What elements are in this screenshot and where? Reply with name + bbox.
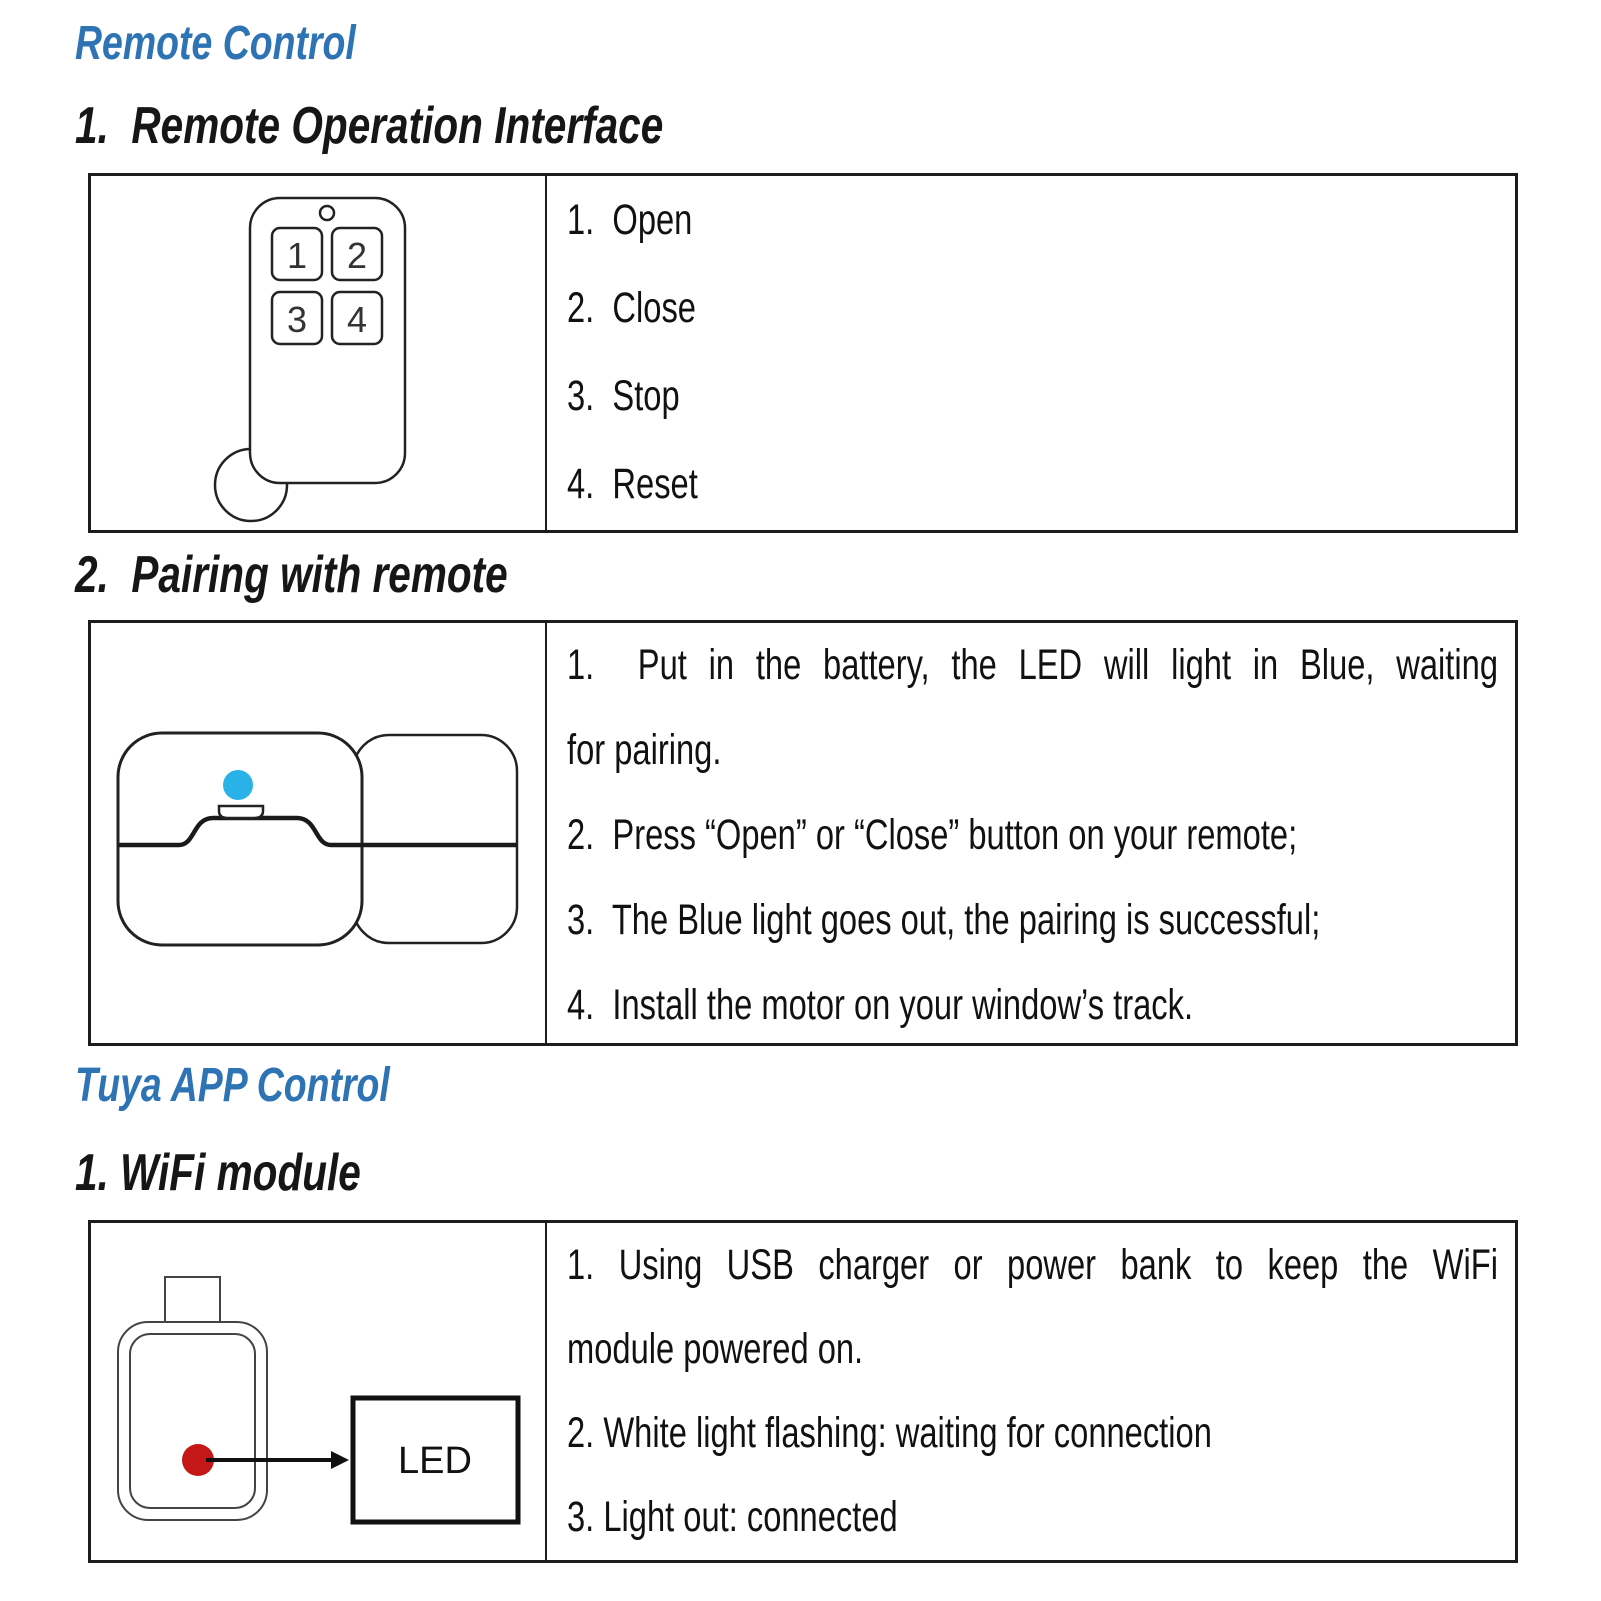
remote-function-close: 2. Close — [567, 284, 696, 332]
pairing-table: 1. Put in the battery, the LED will ligh… — [88, 620, 1518, 1046]
wifi-step-3: 3. Light out: connected — [567, 1493, 898, 1541]
led-label: LED — [398, 1440, 472, 1482]
wifi-module-face — [129, 1333, 256, 1509]
pairing-steps-list: 1. Put in the battery, the LED will ligh… — [567, 623, 1498, 1043]
remote-button-1 — [270, 226, 324, 282]
heading-pairing-with-remote: 2. Pairing with remote — [75, 546, 508, 604]
led-label-box — [350, 1395, 521, 1525]
motor-body-right — [351, 733, 519, 945]
motor-body-left — [116, 731, 364, 947]
remote-button-3 — [270, 290, 324, 346]
wifi-step-1-line-2: module powered on. — [567, 1325, 864, 1373]
remote-function-reset: 4. Reset — [567, 460, 698, 508]
pairing-step-3: 3. The Blue light goes out, the pairing … — [567, 896, 1321, 944]
wifi-step-2: 2. White light flashing: waiting for con… — [567, 1409, 1212, 1457]
heading-remote-operation-interface: 1. Remote Operation Interface — [75, 97, 664, 155]
remote-button-2-label: 2 — [347, 235, 367, 276]
led-indicator-red — [182, 1444, 214, 1476]
remote-diagram: 1 2 3 4 — [213, 196, 407, 523]
heading-wifi-module: 1. WiFi module — [75, 1144, 361, 1202]
motor-diagram — [116, 731, 519, 947]
wifi-diagram-cell: LED — [91, 1223, 547, 1560]
motor-pair-button — [217, 804, 265, 820]
pairing-steps-cell: 1. Put in the battery, the LED will ligh… — [547, 623, 1515, 1043]
remote-button-4-label: 4 — [347, 299, 367, 340]
pairing-step-1-line-2: for pairing. — [567, 726, 722, 774]
remote-button-4 — [330, 290, 384, 346]
wifi-steps-cell: 1. Using USB charger or power bank to ke… — [547, 1223, 1515, 1560]
remote-button-2 — [330, 226, 384, 282]
usb-connector — [164, 1276, 221, 1323]
heading-remote-control: Remote Control — [75, 17, 356, 70]
remote-diagram-cell: 1 2 3 4 — [91, 176, 547, 530]
pairing-step-1-line-1: 1. Put in the battery, the LED will ligh… — [567, 641, 1498, 689]
remote-led-hole — [318, 204, 336, 222]
remote-button-3-label: 3 — [287, 299, 307, 340]
remote-function-stop: 3. Stop — [567, 372, 680, 420]
remote-functions-cell: 1. Open 2. Close 3. Stop 4. Reset — [547, 176, 1515, 530]
led-indicator-blue — [223, 770, 253, 800]
wifi-module-table: LED 1. Using USB charger or power bank t… — [88, 1220, 1518, 1563]
pairing-step-4: 4. Install the motor on your window’s tr… — [567, 981, 1194, 1029]
wifi-steps-list: 1. Using USB charger or power bank to ke… — [567, 1223, 1498, 1559]
heading-tuya-app-control: Tuya APP Control — [75, 1059, 390, 1112]
pairing-step-2: 2. Press “Open” or “Close” button on you… — [567, 811, 1298, 859]
remote-button-1-label: 1 — [287, 235, 307, 276]
remote-functions-list: 1. Open 2. Close 3. Stop 4. Reset — [567, 176, 1498, 528]
wifi-module-diagram: LED — [117, 1276, 521, 1525]
remote-operation-table: 1 2 3 4 1. Open 2. Close 3. Stop 4. Rese… — [88, 173, 1518, 533]
wifi-step-1-line-1: 1. Using USB charger or power bank to ke… — [567, 1241, 1498, 1289]
led-pointer-arrow-head — [331, 1451, 349, 1469]
remote-function-open: 1. Open — [567, 196, 693, 244]
motor-diagram-cell — [91, 623, 547, 1043]
